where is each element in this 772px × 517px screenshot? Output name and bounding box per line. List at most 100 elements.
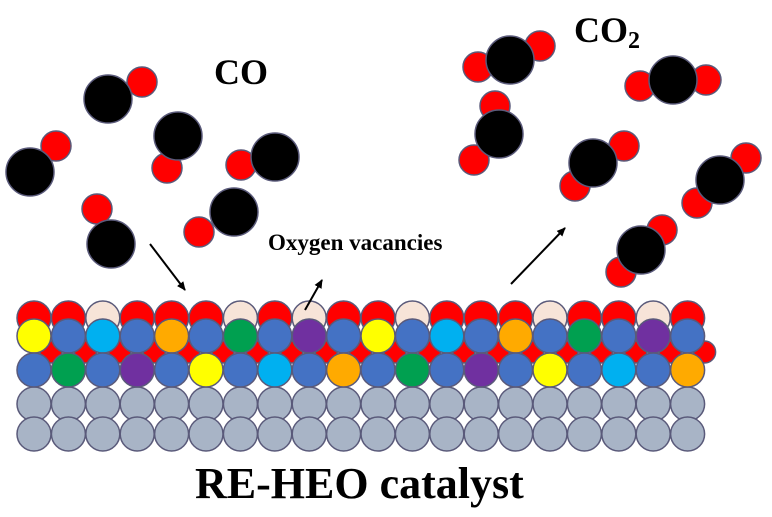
support-atom (153, 416, 190, 452)
co2-molecule (458, 90, 524, 176)
oxygen-atom (458, 144, 490, 176)
co2-product-label: CO2 (574, 10, 640, 61)
cation-atom-blue (497, 352, 534, 388)
support-atom (16, 386, 52, 422)
cation-atom-green (394, 352, 431, 388)
carbon-atom (153, 111, 203, 161)
support-atom (50, 386, 87, 422)
cation-atom-blue (85, 352, 121, 388)
co-molecule (83, 66, 158, 124)
support-atom (119, 416, 155, 452)
oxygen-atom (40, 130, 72, 162)
cation-atom-blue (601, 318, 637, 354)
cation-atom-blue (291, 352, 327, 388)
cation-atom-yellow (360, 318, 396, 354)
co-molecule (225, 132, 300, 182)
vacancy-pointer-arrow (304, 279, 323, 311)
cation-atom-cyan (429, 318, 465, 354)
catalyst-cation-layer (16, 318, 706, 388)
support-atom (566, 386, 603, 422)
support-atom (532, 416, 568, 452)
co-molecule (5, 130, 72, 197)
support-atom (85, 416, 121, 452)
support-atom (222, 416, 259, 452)
support-atom (635, 386, 671, 422)
oxygen-atom (183, 216, 215, 248)
support-atom (257, 386, 293, 422)
support-atom (291, 386, 327, 422)
catalyst-support-layer (16, 386, 706, 452)
support-atom (601, 386, 637, 422)
co2-main-text: CO (574, 10, 628, 50)
cation-atom-purple (291, 318, 327, 354)
support-atom (497, 386, 534, 422)
support-atom (394, 416, 431, 452)
cation-atom-blue (153, 352, 190, 388)
cation-atom-blue (429, 352, 465, 388)
support-atom (360, 416, 396, 452)
co2-molecule (605, 214, 678, 288)
cation-atom-blue (188, 318, 224, 354)
cation-atom-orange (153, 318, 190, 354)
support-atom (16, 416, 52, 452)
support-atom (153, 386, 190, 422)
cation-atom-blue (50, 318, 87, 354)
carbon-atom (86, 219, 136, 269)
cation-atom-purple (119, 352, 155, 388)
support-atom (532, 386, 568, 422)
cation-atom-purple (635, 318, 671, 354)
support-atom (257, 416, 293, 452)
carbon-atom (485, 35, 535, 85)
cation-atom-blue (566, 352, 603, 388)
support-atom (85, 386, 121, 422)
support-atom (222, 386, 259, 422)
cation-atom-cyan (601, 352, 637, 388)
carbon-atom (5, 147, 55, 197)
support-atom (360, 386, 396, 422)
co2-molecule (462, 30, 556, 85)
cation-atom-yellow (16, 318, 52, 354)
cation-atom-blue (669, 318, 706, 354)
support-atom (119, 386, 155, 422)
cation-atom-blue (360, 352, 396, 388)
cation-atom-blue (635, 352, 671, 388)
cation-atom-blue (16, 352, 52, 388)
support-atom (566, 416, 603, 452)
co-molecule (183, 187, 259, 248)
support-atom (463, 386, 499, 422)
cation-atom-cyan (257, 352, 293, 388)
support-atom (635, 416, 671, 452)
co-reactant-label: CO (214, 52, 268, 92)
cation-atom-orange (669, 352, 706, 388)
support-atom (188, 416, 224, 452)
cation-atom-blue (463, 318, 499, 354)
cation-atom-blue (532, 318, 568, 354)
desorption-arrow (510, 227, 566, 285)
cation-atom-yellow (188, 352, 224, 388)
cation-atom-blue (325, 318, 362, 354)
co2-molecule (681, 142, 762, 219)
cation-atom-green (50, 352, 87, 388)
co2-molecule (624, 55, 722, 105)
support-atom (325, 386, 362, 422)
support-atom (429, 416, 465, 452)
cation-atom-blue (257, 318, 293, 354)
cation-atom-orange (325, 352, 362, 388)
co2-subscript: 2 (628, 28, 640, 54)
support-atom (669, 386, 706, 422)
cation-atom-purple (463, 352, 499, 388)
support-atom (601, 416, 637, 452)
support-atom (50, 416, 87, 452)
support-atom (429, 386, 465, 422)
cation-atom-blue (222, 352, 259, 388)
carbon-atom (695, 155, 745, 205)
co2-molecule (559, 130, 640, 202)
cation-atom-yellow (532, 352, 568, 388)
carbon-atom (209, 187, 259, 237)
support-atom (188, 386, 224, 422)
carbon-atom (648, 55, 698, 105)
catalyst-label: RE-HEO catalyst (195, 459, 524, 508)
oxygen-vacancies-label: Oxygen vacancies (268, 230, 443, 255)
co-molecule (151, 111, 203, 184)
